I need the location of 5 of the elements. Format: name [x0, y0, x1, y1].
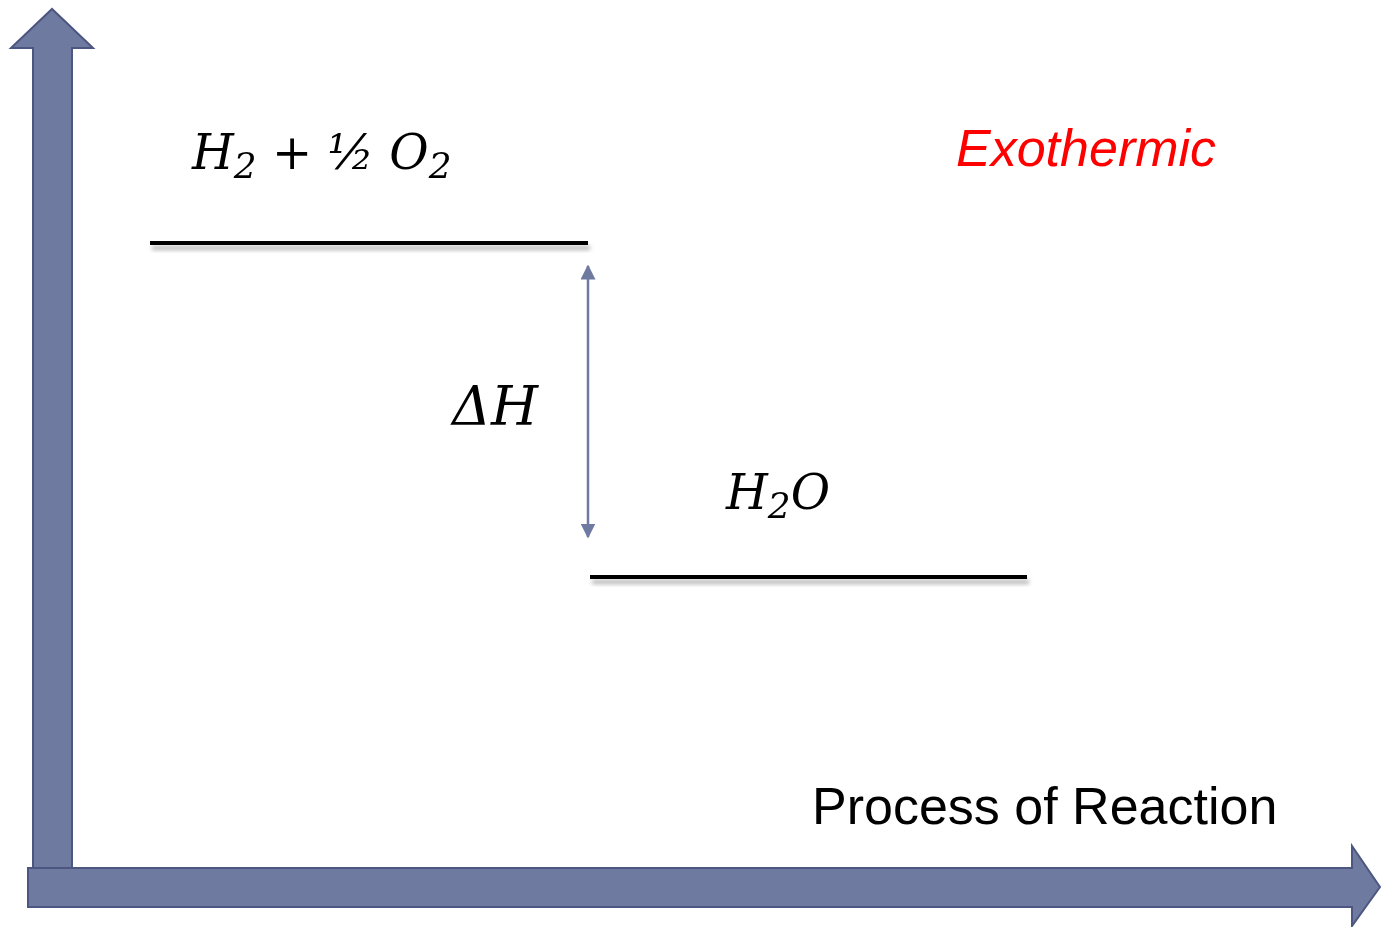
- product-formula: H$_{2}$O: [726, 468, 831, 516]
- reaction-type-label: Exothermic: [956, 122, 1217, 174]
- x-axis-label: Process of Reaction: [812, 780, 1278, 832]
- enthalpy-change-label: ΔH: [452, 380, 539, 434]
- reactant-formula: H$_{2}$ + ½ O$_{2}$: [192, 128, 452, 176]
